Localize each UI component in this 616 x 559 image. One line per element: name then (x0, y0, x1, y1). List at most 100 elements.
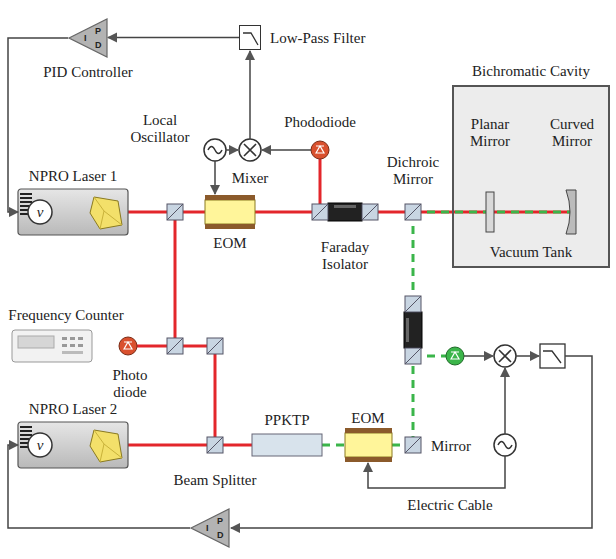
frequency-counter (62, 351, 83, 354)
signal-wire (516, 355, 539, 357)
signal-wire (504, 368, 506, 434)
faraday-isolator (334, 205, 356, 208)
vacuum-tank: Bichromatic CavityVacuum Tank (452, 85, 610, 268)
npro-laser: NPRO Laser 1 (18, 189, 128, 235)
part-label: Frequency Counter (8, 307, 123, 324)
photodiode-green (446, 347, 464, 365)
planar-mirror (486, 192, 494, 232)
control-wire (108, 37, 239, 39)
curved-mirror (566, 190, 576, 234)
faraday-isolator (362, 204, 378, 220)
eom-crystal (345, 433, 392, 457)
eom-crystal (205, 195, 255, 200)
pid-letter: I (84, 34, 87, 43)
eom-crystal (345, 428, 392, 433)
signal-wire (215, 51, 592, 528)
part-label: Local Oscillator (120, 112, 200, 145)
mirror-cube (405, 437, 421, 453)
signal-wire (262, 149, 311, 151)
signal-wire (214, 161, 216, 194)
frequency-symbol: ν (37, 437, 44, 454)
frequency-counter (70, 344, 75, 347)
part-label: Faraday Isolator (309, 239, 381, 272)
frequency-counter (78, 337, 83, 340)
node-label: NPRO Laser 1 (29, 168, 117, 185)
photodiode (119, 337, 137, 355)
part-label: Electric Cable (407, 497, 492, 514)
photodiode (311, 141, 329, 159)
signal-wire (249, 51, 251, 139)
node-label: NPRO Laser 2 (29, 401, 117, 418)
faraday-isolator (404, 296, 422, 364)
pid-controller: PID (190, 508, 230, 548)
part-label: Curved Mirror (543, 116, 601, 149)
pid-triangle (68, 18, 108, 58)
eom-crystal (205, 200, 255, 224)
photodiode (119, 337, 137, 355)
pid-letter: I (206, 524, 209, 533)
pid-letter: P (95, 27, 101, 36)
filter-symbol (243, 33, 258, 45)
eom-crystal (345, 428, 392, 462)
laser-beam-red (128, 444, 252, 447)
pid-letter: P (217, 517, 223, 526)
pid-triangle (191, 509, 229, 547)
faraday-isolator (312, 203, 378, 221)
part-label: Dichroic Mirror (381, 154, 445, 187)
node-label: Vacuum Tank (490, 244, 572, 261)
control-wire (8, 445, 190, 528)
frequency-symbol: ν (37, 204, 44, 221)
node-label: PID Controller (43, 64, 133, 81)
low-pass-filter: Low-Pass Filter (239, 25, 261, 50)
pid-letter: D (95, 41, 102, 50)
photodiode-green (446, 347, 464, 365)
part-label: PPKTP (264, 412, 309, 429)
npro-laser: NPRO Laser 2 (18, 422, 128, 468)
pid-triangle (190, 508, 230, 548)
mixer-symbol (239, 139, 261, 161)
signal-wire (231, 356, 592, 528)
laser-symbol (18, 189, 128, 235)
eom-crystal (205, 224, 255, 229)
mixer-symbol (494, 345, 516, 367)
beam-splitter-cube (167, 338, 183, 354)
signal-wire (226, 149, 238, 151)
beam-splitter-cube (207, 338, 223, 354)
part-label: EOM (213, 235, 246, 252)
part-label: Mirror (431, 438, 471, 455)
signal-wire (464, 355, 493, 357)
laser-beam-red (128, 159, 570, 445)
frequency-counter (12, 330, 92, 362)
photodiode (124, 342, 132, 349)
low-pass-filter (540, 344, 565, 368)
beam-splitter-cube (207, 437, 223, 453)
oscillator-symbol (494, 434, 516, 456)
vacuum-tank-fill (452, 85, 610, 268)
part-label: Photo diode (104, 367, 156, 400)
part-label: Planar Mirror (461, 116, 519, 149)
ppktp-crystal (252, 434, 322, 456)
faraday-isolator (405, 348, 421, 364)
frequency-counter (62, 344, 67, 347)
part-label: Phododiode (284, 114, 356, 131)
faraday-isolator (312, 204, 328, 220)
laser-beam-red (214, 346, 217, 445)
frequency-counter (12, 330, 92, 362)
node-label: Bichromatic Cavity (472, 63, 590, 80)
dichroic-mirror-cube (405, 204, 421, 220)
pid-controller: PID ControllerPID (68, 18, 108, 58)
part-label: Mixer (232, 170, 269, 187)
photodiode (316, 146, 324, 153)
low-pass-filter (543, 351, 561, 363)
low-pass-filter (540, 344, 565, 368)
frequency-counter (70, 337, 75, 340)
faraday-isolator (406, 318, 409, 342)
frequency-counter (78, 344, 83, 347)
frequency-counter (62, 337, 67, 340)
faraday-isolator (328, 203, 362, 221)
signal-wire (368, 456, 505, 488)
beam-splitter-cube (167, 204, 183, 220)
